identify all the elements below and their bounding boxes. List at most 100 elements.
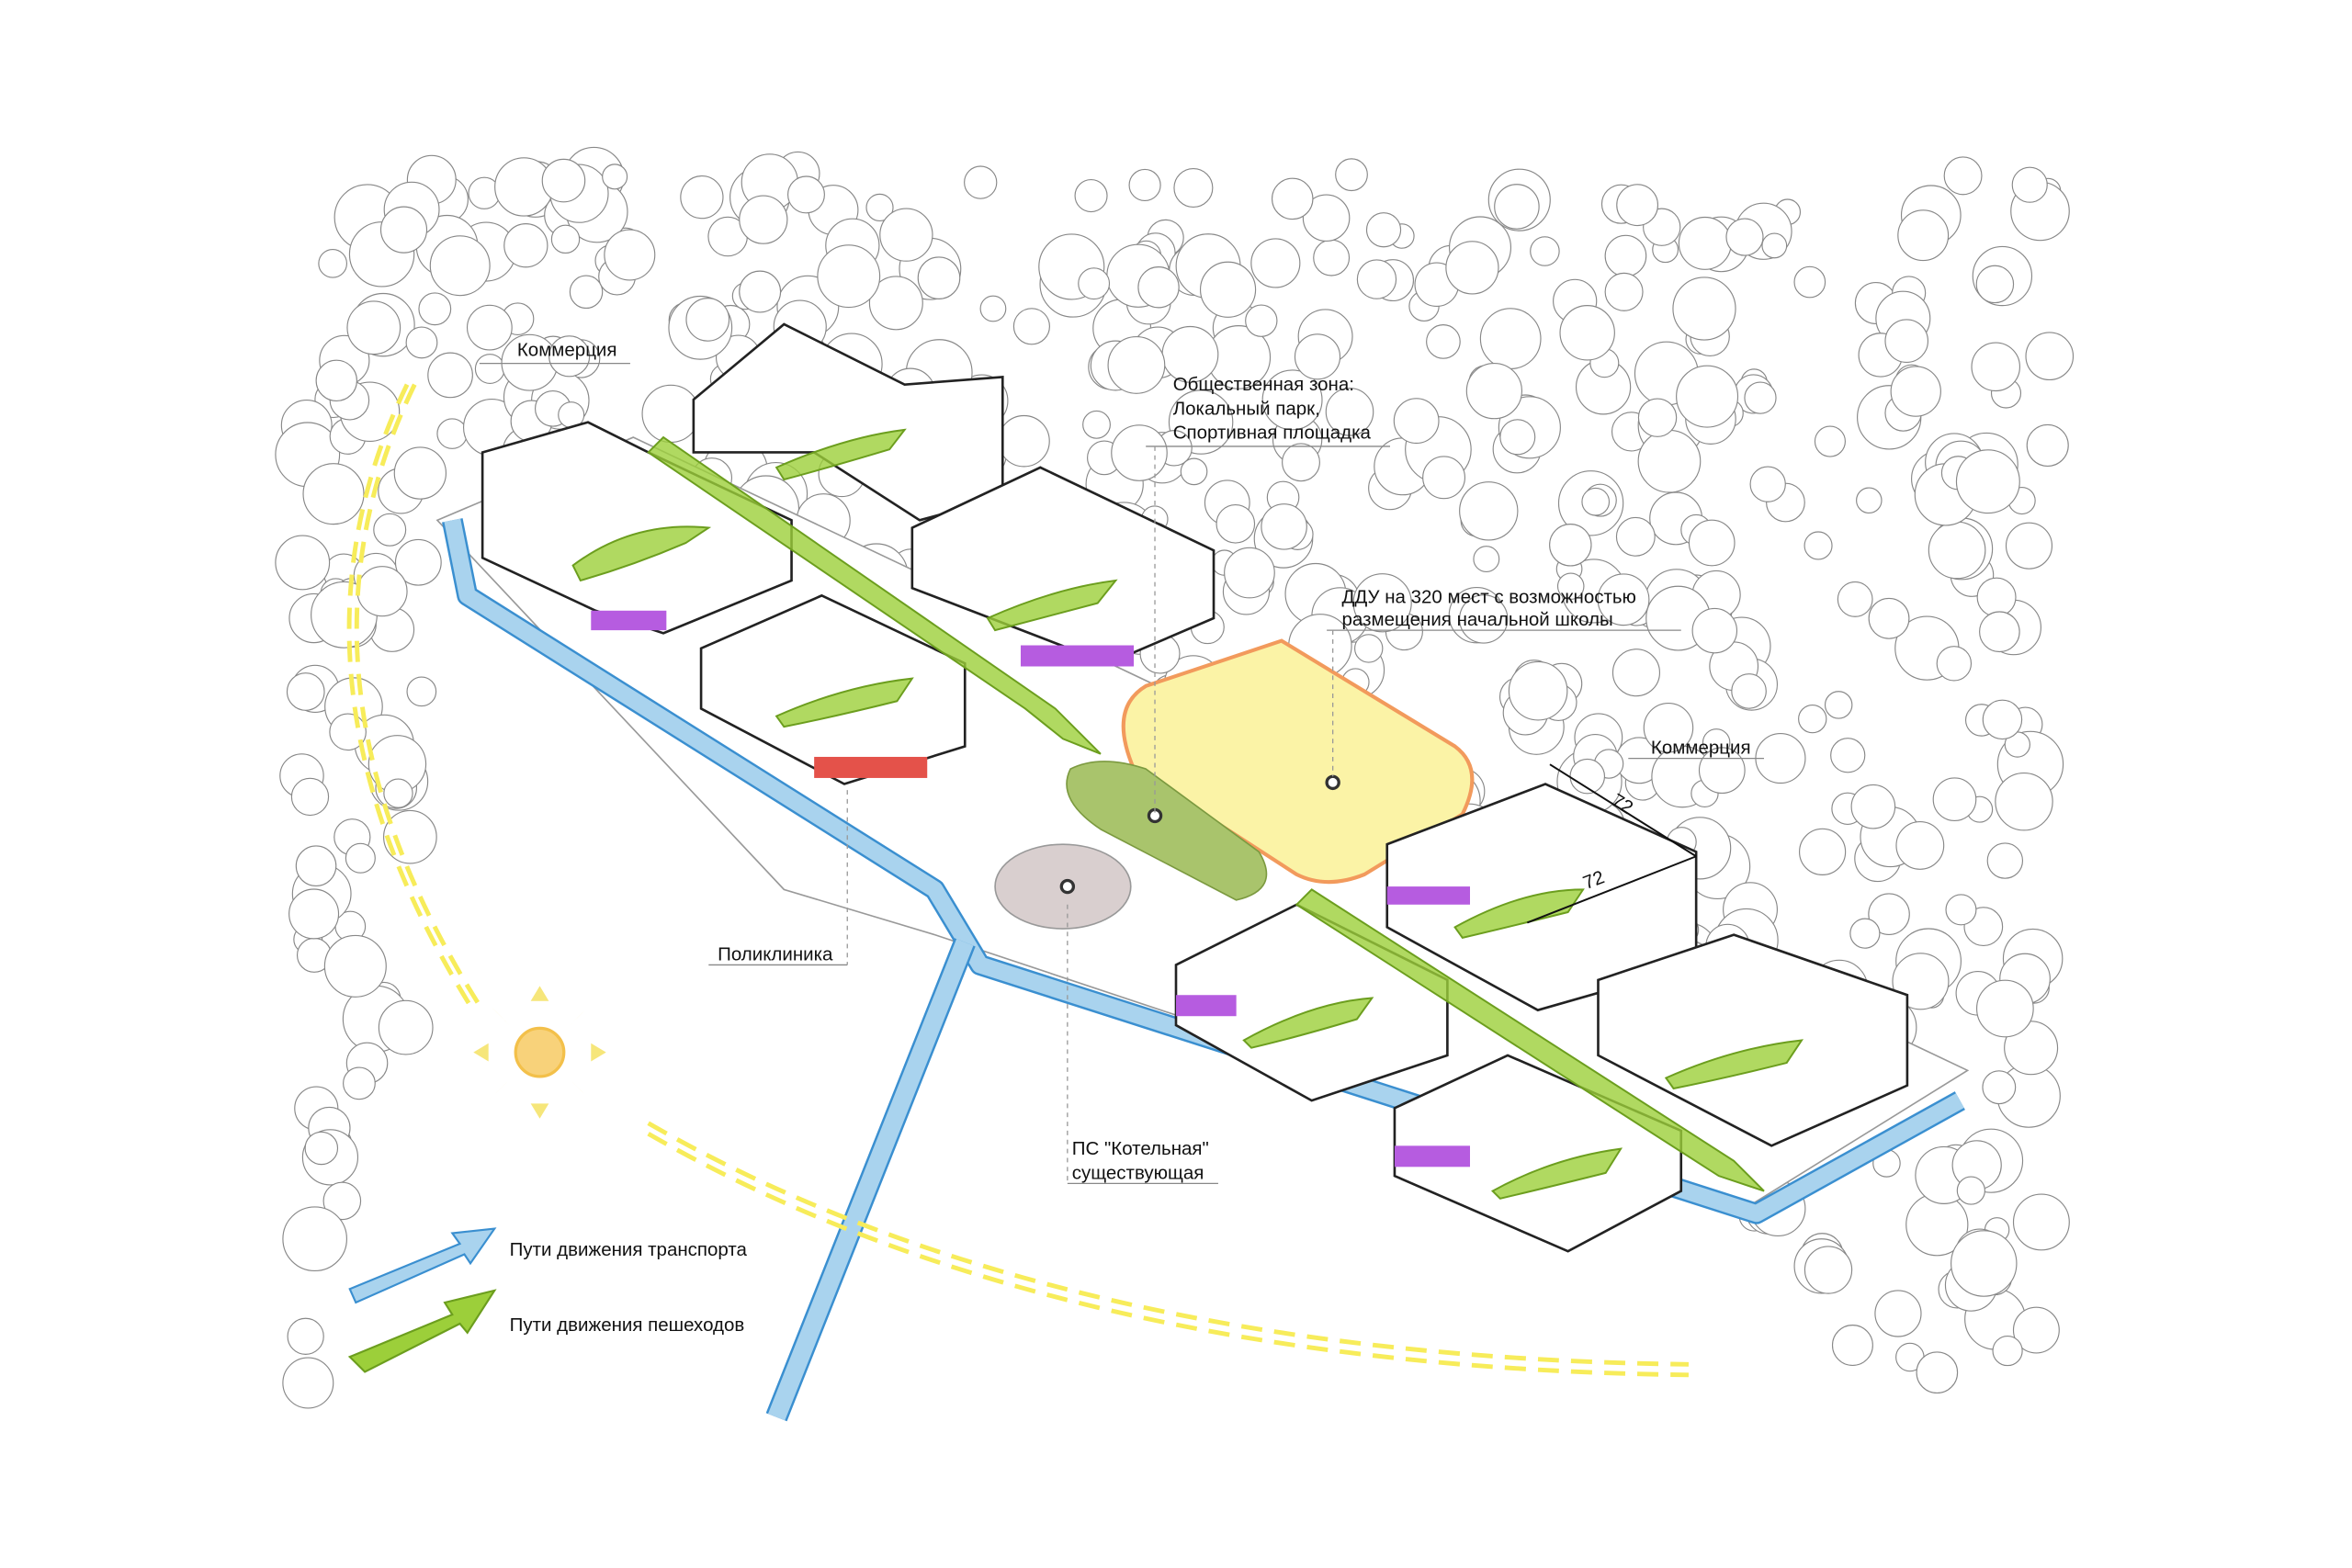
tree — [1928, 521, 1986, 580]
tree — [1012, 308, 1050, 345]
tree — [378, 999, 434, 1055]
tree — [1637, 398, 1678, 437]
tree — [345, 842, 376, 874]
tree — [964, 165, 998, 199]
tree — [1856, 487, 1883, 514]
tree — [1837, 581, 1873, 617]
tree — [315, 359, 357, 402]
tree — [1979, 611, 2020, 653]
label-public-zone-2: Локальный парк, — [1173, 398, 1320, 419]
tree — [1884, 319, 1929, 364]
tree — [1678, 216, 1732, 270]
tree — [1956, 1176, 1985, 1205]
tree — [383, 778, 413, 808]
tree — [1804, 531, 1833, 560]
tree — [1725, 218, 1764, 256]
commercial-ground-floor — [1020, 645, 1135, 667]
tree — [1744, 381, 1777, 414]
tree — [394, 538, 442, 586]
commercial-ground-floor — [591, 610, 667, 631]
label-clinic: Поликлиника — [718, 944, 833, 965]
tree — [1975, 265, 2015, 304]
tree — [290, 777, 330, 817]
tree — [1992, 1335, 2023, 1367]
transport-arrow-icon — [348, 1227, 497, 1304]
tree — [1976, 577, 2017, 617]
tree — [1549, 524, 1592, 567]
tree — [1761, 232, 1788, 259]
tree — [1932, 777, 1977, 822]
tree — [1868, 597, 1910, 639]
tree — [287, 1317, 324, 1355]
tree — [1282, 443, 1320, 482]
label-substation-2: существующая — [1072, 1162, 1204, 1183]
legend-pedestrian: Пути движения пешеходов — [510, 1314, 745, 1336]
tree — [739, 195, 788, 244]
tree — [1982, 699, 2023, 740]
tree — [1982, 1070, 2017, 1105]
label-commerce-north: Коммерция — [517, 339, 617, 360]
tree — [318, 248, 348, 278]
tree — [356, 566, 408, 617]
tree — [1107, 336, 1166, 394]
tree — [1294, 333, 1341, 380]
tree — [393, 446, 447, 500]
tree — [1688, 519, 1736, 567]
tree — [2011, 166, 2048, 203]
tree — [1804, 1246, 1853, 1294]
tree — [466, 304, 513, 351]
tree — [379, 206, 428, 254]
tree — [1749, 466, 1786, 502]
tree — [1494, 184, 1540, 230]
tree — [1943, 156, 1983, 196]
tree — [1335, 158, 1368, 192]
label-substation-1: ПС "Котельная" — [1072, 1138, 1209, 1159]
tree — [1224, 547, 1275, 599]
residential-buildings — [481, 322, 1909, 1253]
tree — [288, 888, 340, 940]
tree — [1137, 266, 1180, 309]
tree — [474, 354, 505, 384]
tree — [1611, 649, 1661, 697]
commercial-ground-floor — [1386, 886, 1470, 905]
tree — [1597, 573, 1650, 626]
tree — [879, 208, 933, 262]
tree — [427, 352, 473, 399]
dimension-lines — [1526, 763, 1697, 924]
tree — [868, 276, 923, 331]
commercial-ground-floor — [1176, 995, 1237, 1017]
tree — [1581, 487, 1611, 516]
tree — [1814, 425, 1846, 457]
kindergarten-marker — [1325, 774, 1340, 791]
tree — [787, 175, 825, 214]
sun-icon — [473, 986, 606, 1119]
tree — [346, 300, 401, 355]
clinic-ground-floor — [814, 756, 928, 778]
tree — [1128, 168, 1161, 202]
tree — [1422, 456, 1466, 500]
tree — [295, 845, 337, 886]
label-kindergarten-2: размещения начальной школы — [1342, 609, 1613, 630]
tree — [917, 256, 961, 299]
tree — [323, 934, 387, 998]
tree — [1916, 1351, 1959, 1394]
tree — [1945, 894, 1977, 926]
tree — [418, 292, 452, 326]
label-commerce-east: Коммерция — [1651, 738, 1751, 759]
tree — [1971, 342, 2021, 392]
tree — [1895, 821, 1945, 870]
tree — [1250, 238, 1301, 288]
tree — [1426, 324, 1461, 359]
tree — [1325, 388, 1374, 436]
local-park — [1066, 761, 1268, 901]
tree — [550, 224, 581, 254]
tree — [302, 463, 365, 525]
tree — [641, 384, 700, 444]
tree — [1530, 236, 1560, 266]
tree — [2012, 1306, 2060, 1354]
legend: Пути движения транспорта Пути движения п… — [347, 1227, 748, 1373]
label-public-zone-3: Спортивная площадка — [1173, 423, 1372, 444]
tree — [604, 229, 656, 281]
tree — [1356, 259, 1397, 299]
